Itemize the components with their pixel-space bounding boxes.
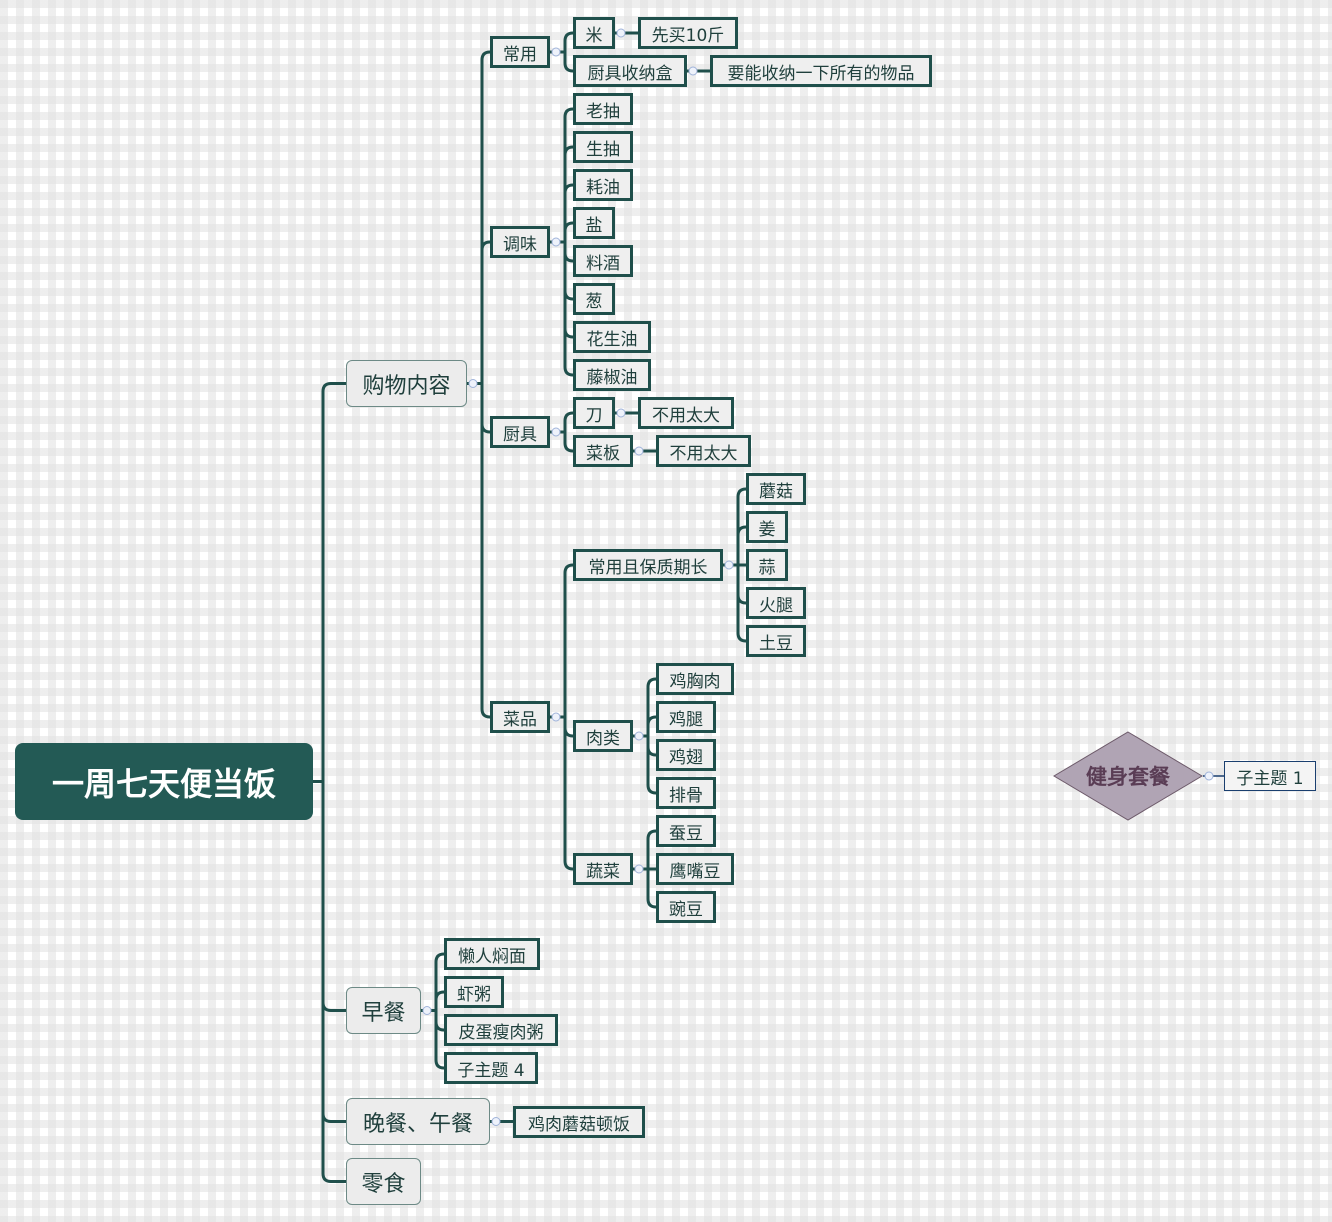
- connector-line: [633, 734, 657, 795]
- connector-line: [723, 525, 747, 567]
- topic-item[interactable]: 懒人焖面: [444, 938, 540, 970]
- topic-item[interactable]: 蒜: [746, 549, 788, 581]
- topic-item[interactable]: 鸡肉蘑菇顿饭: [513, 1106, 645, 1138]
- connector-line: [723, 563, 747, 643]
- collapse-toggle-icon[interactable]: [634, 446, 644, 456]
- topic-item[interactable]: 生抽: [573, 131, 633, 163]
- collapse-toggle-icon[interactable]: [551, 427, 561, 437]
- central-topic[interactable]: 一周七天便当饭: [15, 743, 313, 820]
- connector-line: [550, 31, 574, 54]
- connector-line: [467, 240, 491, 385]
- collapse-toggle-icon[interactable]: [468, 379, 478, 388]
- connector-line: [313, 382, 346, 783]
- topic-item[interactable]: 鸡胸肉: [656, 663, 734, 695]
- topic-item[interactable]: 土豆: [746, 625, 806, 657]
- subtopic-groceries[interactable]: 菜品: [490, 701, 550, 733]
- topic-item[interactable]: 葱: [573, 283, 615, 315]
- collapse-toggle-icon[interactable]: [551, 237, 561, 247]
- topic-item[interactable]: 豌豆: [656, 891, 716, 923]
- topic-cutting-board[interactable]: 菜板: [573, 435, 633, 467]
- topic-item[interactable]: 鹰嘴豆: [656, 853, 734, 885]
- topic-item[interactable]: 排骨: [656, 777, 716, 809]
- connector-line: [550, 50, 574, 73]
- topic-item[interactable]: 姜: [746, 511, 788, 543]
- collapse-toggle-icon[interactable]: [551, 47, 561, 57]
- topic-item[interactable]: 花生油: [573, 321, 651, 353]
- connector-line: [550, 430, 574, 453]
- topic-note[interactable]: 要能收纳一下所有的物品: [710, 55, 932, 87]
- collapse-toggle-icon[interactable]: [616, 408, 626, 418]
- topic-long-shelf-life[interactable]: 常用且保质期长: [573, 549, 723, 581]
- connector-line: [633, 829, 657, 871]
- topic-item[interactable]: 子主题 4: [444, 1052, 538, 1084]
- connector-line: [723, 487, 747, 567]
- connector-line: [723, 563, 747, 605]
- collapse-toggle-icon[interactable]: [551, 712, 561, 722]
- floating-topic-label: 健身套餐: [1086, 765, 1170, 789]
- connector-line: [550, 221, 574, 244]
- collapse-toggle-icon[interactable]: [634, 864, 644, 874]
- connector-line: [550, 145, 574, 244]
- connector-line: [633, 677, 657, 738]
- connector-line: [313, 780, 346, 1012]
- connector-line: [550, 183, 574, 244]
- floating-topic-fitness[interactable]: 健身套餐: [1053, 731, 1203, 821]
- subtopic-1[interactable]: 子主题 1: [1224, 761, 1316, 791]
- collapse-toggle-icon[interactable]: [491, 1117, 501, 1126]
- collapse-toggle-icon[interactable]: [724, 560, 734, 570]
- topic-lunch-dinner[interactable]: 晚餐、午餐: [346, 1098, 490, 1145]
- topic-note[interactable]: 先买10斤: [638, 17, 738, 49]
- collapse-toggle-icon[interactable]: [634, 731, 644, 741]
- topic-item[interactable]: 虾粥: [444, 976, 504, 1008]
- connector-line: [313, 780, 346, 1123]
- connector-line: [550, 107, 574, 244]
- topic-snacks[interactable]: 零食: [346, 1158, 421, 1205]
- connector-line: [467, 382, 491, 434]
- subtopic-common[interactable]: 常用: [490, 36, 550, 68]
- connector-line: [421, 1009, 445, 1070]
- collapse-toggle-icon[interactable]: [616, 28, 626, 38]
- topic-item[interactable]: 蚕豆: [656, 815, 716, 847]
- connector-line: [421, 990, 445, 1012]
- topic-vegetables[interactable]: 蔬菜: [573, 853, 633, 885]
- collapse-toggle-icon[interactable]: [422, 1006, 432, 1015]
- topic-meat[interactable]: 肉类: [573, 720, 633, 752]
- topic-item[interactable]: 火腿: [746, 587, 806, 619]
- topic-item[interactable]: 藤椒油: [573, 359, 651, 391]
- topic-item[interactable]: 盐: [573, 207, 615, 239]
- subtopic-seasoning[interactable]: 调味: [490, 226, 550, 258]
- collapse-toggle-icon[interactable]: [1204, 771, 1214, 781]
- topic-item[interactable]: 料酒: [573, 245, 633, 277]
- topic-item[interactable]: 鸡翅: [656, 739, 716, 771]
- diamond-shape: [1053, 731, 1203, 821]
- topic-knife[interactable]: 刀: [573, 397, 615, 429]
- connector-line: [550, 411, 574, 434]
- connector-line: [313, 780, 346, 1183]
- connector-line: [633, 867, 657, 909]
- topic-item[interactable]: 皮蛋瘦肉粥: [444, 1014, 558, 1046]
- subtopic-kitchenware[interactable]: 厨具: [490, 416, 550, 448]
- topic-rice[interactable]: 米: [573, 17, 615, 49]
- connector-line: [550, 240, 574, 301]
- connector-line: [421, 952, 445, 1012]
- connector-line: [633, 715, 657, 738]
- connector-line: [550, 240, 574, 339]
- topic-item[interactable]: 老抽: [573, 93, 633, 125]
- connector-line: [467, 50, 491, 385]
- connector-line: [550, 240, 574, 377]
- topic-item[interactable]: 鸡腿: [656, 701, 716, 733]
- topic-note[interactable]: 不用太大: [638, 397, 734, 429]
- collapse-toggle-icon[interactable]: [688, 66, 698, 76]
- topic-breakfast[interactable]: 早餐: [346, 987, 421, 1034]
- topic-storage-box[interactable]: 厨具收纳盒: [573, 55, 687, 87]
- connector-line: [467, 382, 491, 719]
- topic-shopping[interactable]: 购物内容: [346, 360, 467, 407]
- topic-note[interactable]: 不用太大: [656, 435, 751, 467]
- topic-item[interactable]: 蘑菇: [746, 473, 806, 505]
- connector-line: [550, 715, 574, 871]
- topic-item[interactable]: 耗油: [573, 169, 633, 201]
- connector-line: [550, 563, 574, 719]
